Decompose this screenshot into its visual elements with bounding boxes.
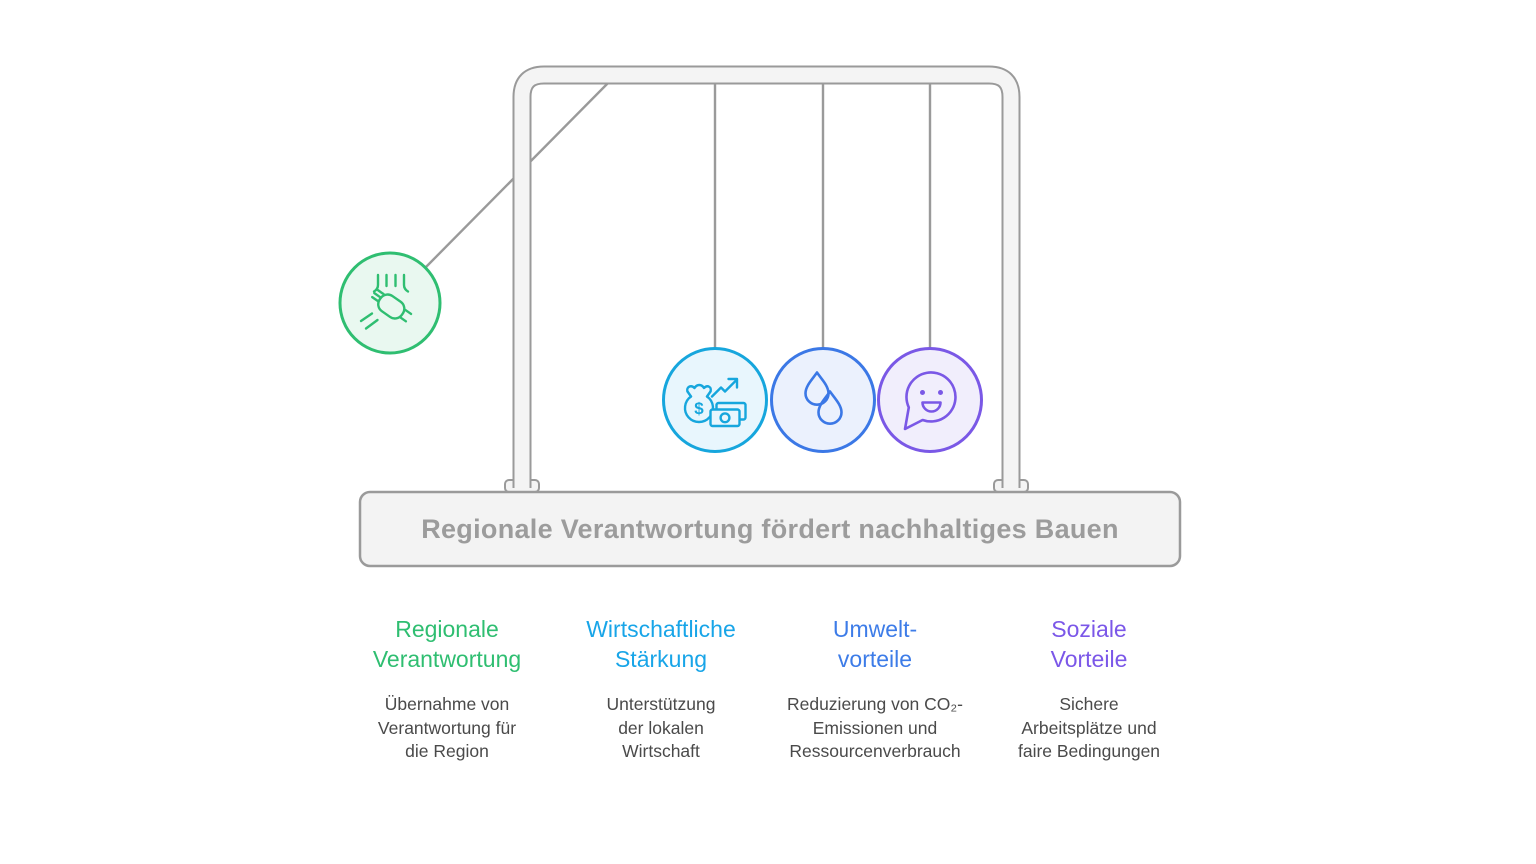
ball-soziale-vorteile [877, 347, 983, 453]
column-description: Unterstützung der lokalen Wirtschaft [606, 694, 716, 761]
ball-circle [877, 347, 983, 453]
column-regionale-verantwortung: Regionale Verantwortung Übernahme von Ve… [340, 614, 554, 764]
cradle-frame [512, 65, 1021, 488]
cradle-base [358, 490, 1182, 568]
base-banner-label: Regionale Verantwortung fördert nachhalt… [421, 513, 1119, 544]
hands-together-icon [359, 273, 413, 330]
ball-wirtschaftliche-staerkung: $ [662, 347, 768, 453]
ball-circle [662, 347, 768, 453]
water-drops-icon [804, 371, 843, 425]
column-description: Übernahme von Verantwortung für die Regi… [377, 694, 517, 761]
ball-circle [338, 251, 442, 355]
legend-columns: Regionale Verantwortung Übernahme von Ve… [340, 614, 1196, 764]
column-wirtschaftliche-staerkung: Wirtschaftliche Stärkung Unterstützung d… [554, 614, 768, 764]
column-description: Sichere Arbeitsplätze und faire Bedingun… [1017, 694, 1161, 761]
column-umwelt-vorteile: Umwelt- vorteile Reduzierung von CO₂- Em… [768, 614, 982, 764]
column-soziale-vorteile: Soziale Vorteile Sichere Arbeitsplätze u… [982, 614, 1196, 764]
column-title: Wirtschaftliche Stärkung [586, 616, 736, 672]
ball-umwelt-vorteile [770, 347, 876, 453]
column-description: Reduzierung von CO₂- Emissionen und Ress… [786, 694, 964, 761]
column-title: Regionale Verantwortung [372, 616, 522, 672]
money-bag-growth-icon: $ [683, 377, 747, 428]
column-title: Soziale Vorteile [1050, 616, 1128, 672]
pendulum-strings [424, 78, 932, 350]
ball-regionale-verantwortung [338, 251, 442, 355]
frame-feet [504, 479, 1029, 493]
dollar-glyph: $ [694, 399, 704, 418]
smiley-speech-bubble-icon [903, 371, 957, 431]
column-title: Umwelt- vorteile [832, 616, 918, 672]
